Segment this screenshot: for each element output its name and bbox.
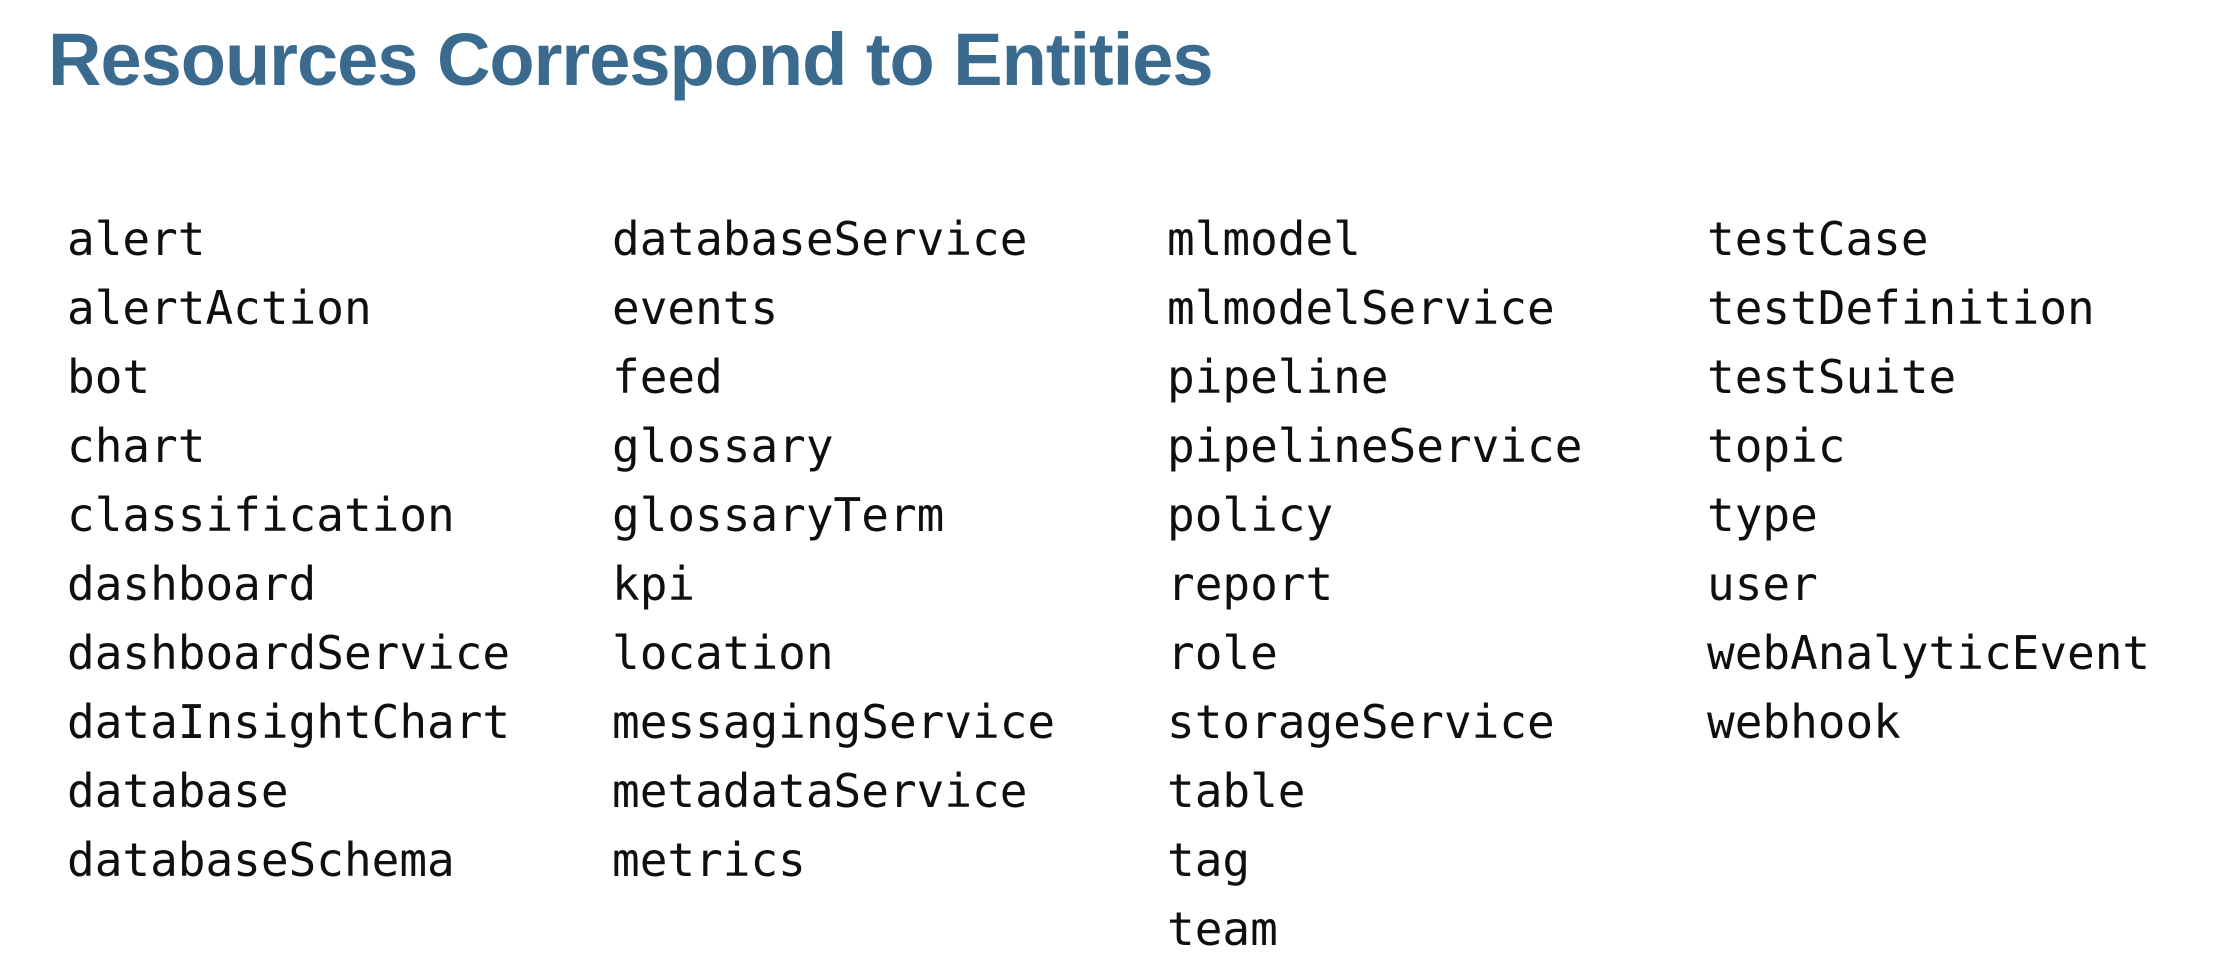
entity-item: testCase [1707,211,1929,266]
entity-item: alert [67,211,206,266]
entity-item: chart [67,418,206,473]
entity-item: bot [67,349,151,404]
entity-item: storageService [1167,694,1555,749]
entity-column-2: databaseService events feed glossary glossar… [612,205,1167,895]
entity-item: pipelineService [1167,418,1583,473]
entity-item: kpi [612,556,696,611]
entity-item: metrics [612,832,806,887]
entity-item: role [1167,625,1278,680]
entity-list: alert alertAction bot chart classification da… [67,205,2214,964]
entity-item: dataInsightChart [67,694,511,749]
entity-item: report [1167,556,1334,611]
entity-item: events [612,280,779,335]
entity-item: messagingService [612,694,1056,749]
entity-item: mlmodelService [1167,280,1555,335]
entity-item: metadataService [612,763,1028,818]
entity-item: testDefinition [1707,280,2095,335]
entity-item: team [1167,901,1278,956]
entity-item: topic [1707,418,1846,473]
entity-item: dashboardService [67,625,511,680]
entity-item: glossary [612,418,834,473]
entity-item: policy [1167,487,1334,542]
entity-item: mlmodel [1167,211,1361,266]
page-title: Resources Correspond to Entities [48,18,1214,101]
entity-item: webhook [1707,694,1901,749]
entity-item: table [1167,763,1306,818]
entity-item: tag [1167,832,1251,887]
entity-item: location [612,625,834,680]
entity-item: databaseSchema [67,832,455,887]
entity-item: database [67,763,289,818]
entity-item: testSuite [1707,349,1957,404]
entity-item: webAnalyticEvent [1707,625,2151,680]
entity-item: type [1707,487,1818,542]
entity-item: classification [67,487,455,542]
entity-item: pipeline [1167,349,1389,404]
entity-item: dashboard [67,556,317,611]
entity-item: databaseService [612,211,1028,266]
entity-item: feed [612,349,723,404]
entity-item: user [1707,556,1818,611]
entity-column-3: mlmodel mlmodelService pipeline pipelineSer… [1167,205,1707,964]
entity-item: alertAction [67,280,372,335]
entity-column-4: testCase testDefinition testSuite topic type… [1707,205,2214,757]
entity-item: glossaryTerm [612,487,945,542]
entity-column-1: alert alertAction bot chart classification da… [67,205,612,895]
